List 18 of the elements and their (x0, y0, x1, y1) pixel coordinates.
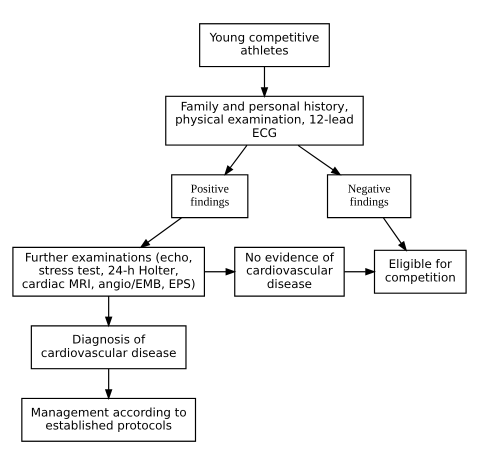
arrow (104, 296, 112, 328)
node-box: Family and personal history, physical examination, 12-lead ECG (165, 96, 364, 146)
arrow (260, 66, 268, 98)
arrow (140, 217, 182, 248)
node-box: Further examinations (echo, stress test, 24-h Holter, cardiac MRI, angio/EMB, EPS) (12, 246, 205, 297)
arrow (344, 268, 376, 276)
node-box: Eligible for competition (374, 250, 467, 294)
arrow (224, 145, 248, 176)
arrow (104, 368, 112, 400)
node-box: Negative findings (326, 174, 412, 218)
node-box: Management according to established protocols (21, 398, 196, 442)
node-box: Positive findings (171, 174, 248, 218)
node-box: Young competitive athletes (199, 23, 330, 68)
arrow (204, 268, 236, 276)
arrow (298, 144, 342, 176)
arrow (382, 217, 408, 252)
node-box: Diagnosis of cardiovascular disease (30, 325, 187, 370)
node-box: No evidence of cardiovascular disease (234, 246, 345, 297)
